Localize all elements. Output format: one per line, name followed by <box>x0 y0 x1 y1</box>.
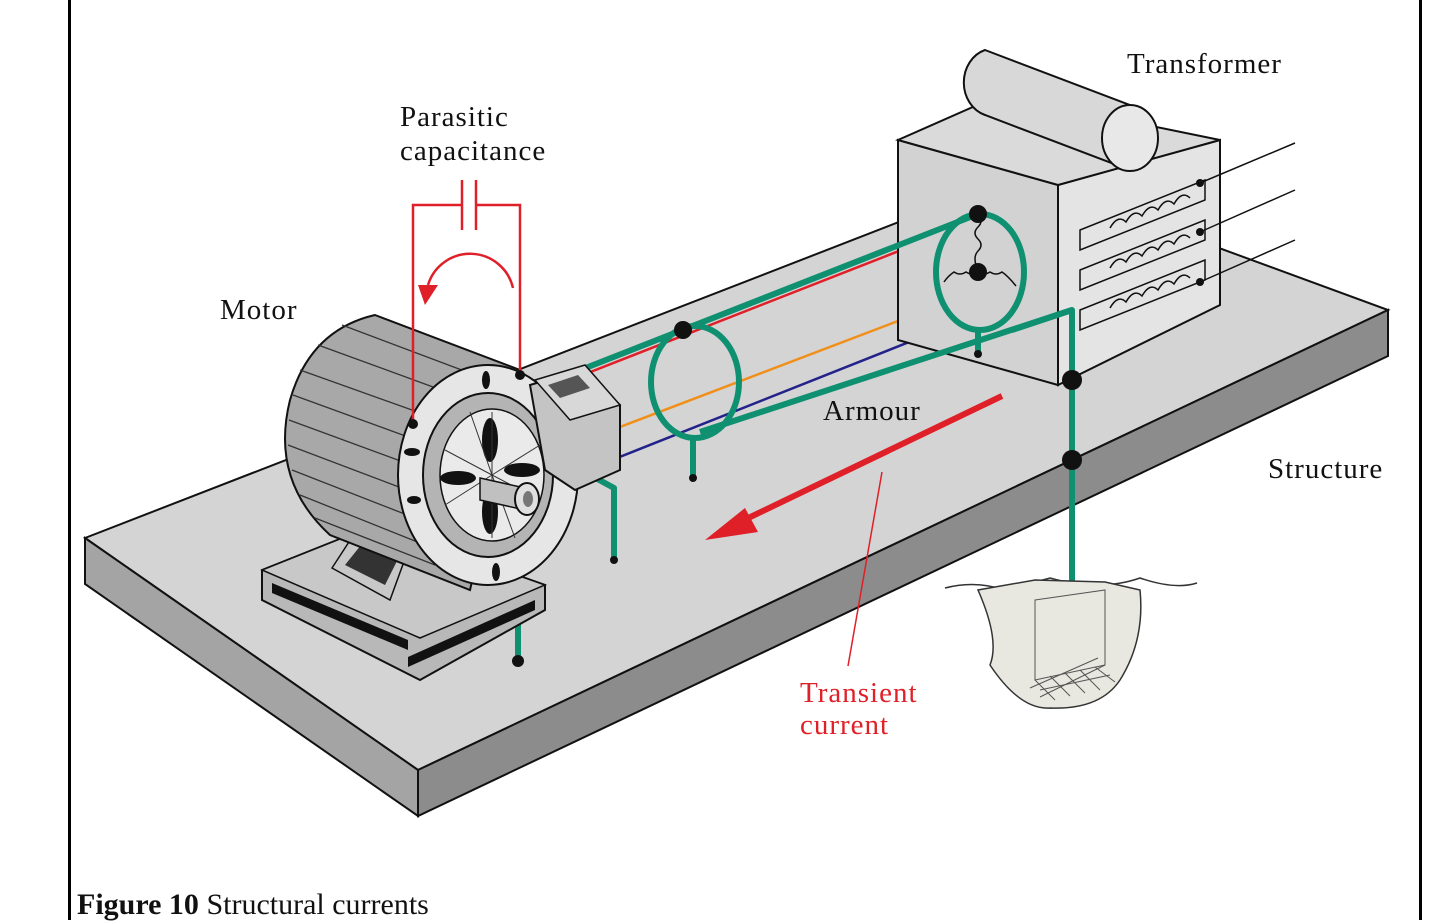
parasitic-capacitance-label-line1: Parasitic <box>400 101 509 133</box>
junction-dots <box>423 205 1082 667</box>
figure-frame <box>68 0 1422 920</box>
capacitance-terminals <box>408 370 525 429</box>
motor <box>260 313 622 682</box>
transient-current-arrow <box>705 393 1004 667</box>
figure-title: Structural currents <box>206 888 429 921</box>
figure-caption: Figure 10 Structural currents <box>77 888 429 922</box>
parasitic-capacitance-label-line2: capacitance <box>400 135 547 167</box>
transformer-label: Transformer <box>1127 48 1282 80</box>
figure-number: Figure 10 <box>77 888 199 921</box>
structure-label: Structure <box>1268 453 1384 485</box>
motor-label: Motor <box>220 294 298 326</box>
armour-label: Armour <box>823 395 921 427</box>
transient-current-label-line1: Transient <box>800 677 918 709</box>
transient-current-label-line2: current <box>800 709 890 741</box>
parasitic-capacitance <box>411 180 522 422</box>
earth-electrode <box>944 577 1198 709</box>
transformer <box>895 48 1296 387</box>
